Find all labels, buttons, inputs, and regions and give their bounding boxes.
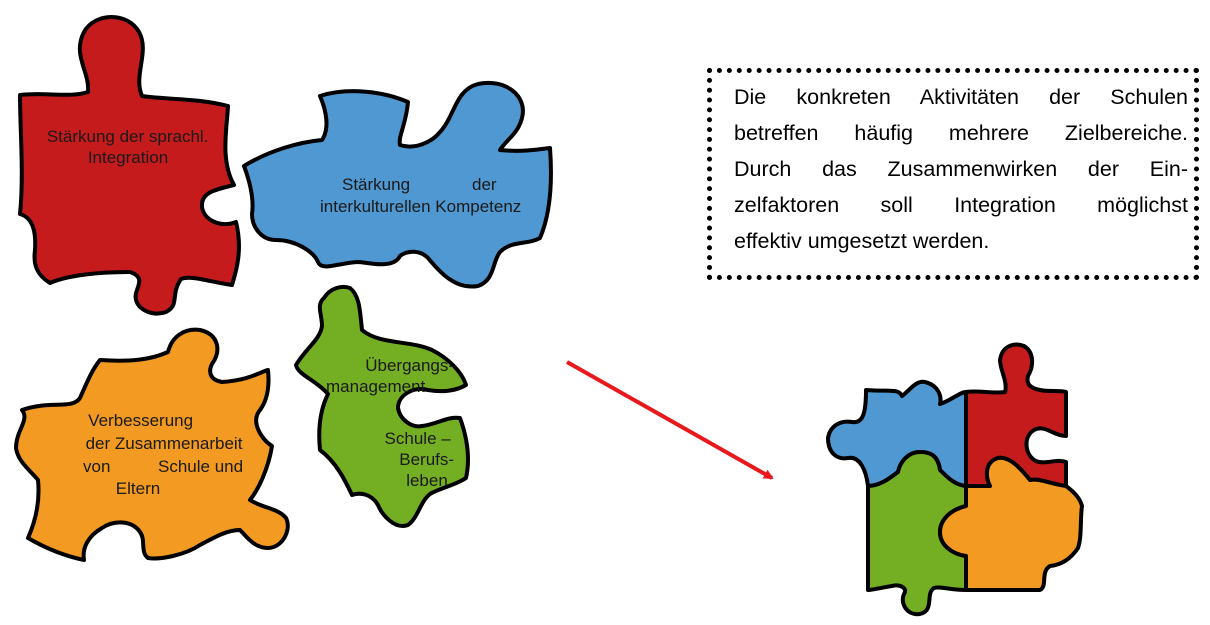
green-piece-label-line5: leben bbox=[406, 471, 448, 490]
green-piece-label-line2: management bbox=[326, 377, 426, 396]
assembled-orange-piece bbox=[938, 455, 1084, 592]
green-piece-label-line3: Schule – bbox=[385, 429, 452, 448]
info-text-line: betreffen häufig mehrere Zielbereiche. bbox=[734, 121, 1188, 145]
red-piece-label-line2: Integration bbox=[88, 148, 168, 167]
orange-piece-label-line4: Eltern bbox=[116, 479, 160, 498]
orange-piece-label-line3a: von bbox=[83, 457, 110, 476]
info-text-line: effektiv umgesetzt werden. bbox=[734, 229, 990, 253]
blue-piece-label-line1a: Stärkung bbox=[342, 175, 410, 194]
green-piece-label-line1: Übergangs- bbox=[365, 356, 454, 375]
info-text-line: zelfaktoren soll Integration möglichst bbox=[734, 193, 1188, 217]
info-box bbox=[707, 68, 1199, 280]
svg-text:von Schule und: von Schule und bbox=[83, 457, 243, 476]
assembled-puzzle bbox=[826, 342, 1084, 617]
blue-piece-label-line1b: der bbox=[472, 175, 497, 194]
info-text: Die konkreten Aktivitäten der Schulen be… bbox=[734, 79, 1188, 259]
svg-text:Stärkung der sprachl. Inte: Stärkung der sprachl. Integration bbox=[47, 127, 213, 167]
info-text-line: Durch das Zusammenwirken der Ein- bbox=[734, 157, 1188, 181]
orange-piece-label-line2: der Zusammenarbeit bbox=[86, 434, 243, 453]
orange-puzzle-piece bbox=[14, 327, 290, 562]
green-puzzle-piece bbox=[294, 284, 470, 528]
svg-text:Eltern: Eltern bbox=[116, 479, 160, 498]
green-piece-label-line4: Berufs- bbox=[399, 450, 454, 469]
svg-text:Übergangs- management: Übergangs- management Schule – Berufs- l… bbox=[326, 356, 459, 490]
orange-piece-label-line3b: Schule und bbox=[158, 457, 243, 476]
red-piece-label-line1: Stärkung der sprachl. bbox=[47, 127, 209, 146]
svg-text:Stärkung der interkult: Stärkung der interkulturellen Kompetenz bbox=[320, 175, 521, 216]
info-text-line: Die konkreten Aktivitäten der Schulen bbox=[734, 85, 1188, 109]
red-puzzle-piece bbox=[18, 15, 241, 316]
red-arrow bbox=[566, 360, 774, 480]
svg-text:Verbesserung der Zusammena: Verbesserung der Zusammenarbeit bbox=[86, 411, 243, 453]
orange-piece-label-line1: Verbesserung bbox=[88, 411, 193, 430]
blue-piece-label-line2: interkulturellen Kompetenz bbox=[320, 197, 521, 216]
blue-puzzle-piece bbox=[242, 80, 553, 289]
